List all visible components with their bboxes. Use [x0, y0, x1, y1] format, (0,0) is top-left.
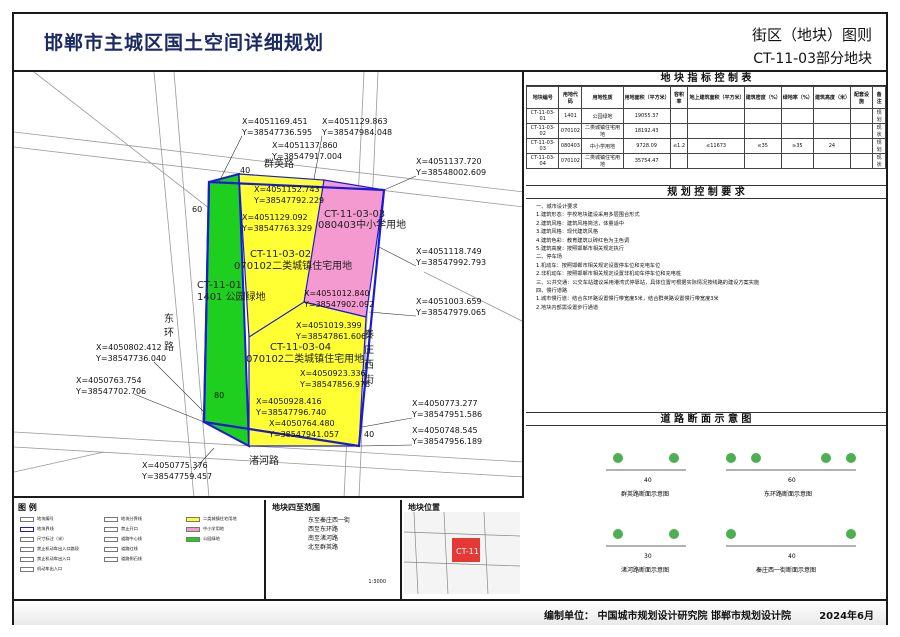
road-st-4: 街 — [364, 373, 374, 386]
extent-panel: 地块四至范围 东至秦庄西一街西至东环路南至渚河路北至群英路 1:3000 — [268, 500, 402, 599]
svg-text:Y=38547861.606: Y=38547861.606 — [295, 332, 366, 341]
svg-text:X=4051129.092: X=4051129.092 — [242, 213, 308, 222]
index-header-row: 地块编号用地代码用地性质用地面积（平方米）容积率地上建筑面积（平方米）建筑密度（… — [525, 86, 886, 109]
control-title: 规 划 控 制 要 求 — [526, 185, 886, 199]
road-north: 群英路 — [264, 157, 294, 170]
block-outline — [202, 180, 386, 448]
parcel-use-1: 1401 公园绿地 — [197, 290, 266, 303]
width-north: 40 — [240, 166, 250, 175]
svg-text:X=4051137.860: X=4051137.860 — [272, 141, 338, 150]
road-east-b: 环 — [164, 328, 174, 339]
svg-text:X=4050923.336: X=4050923.336 — [300, 369, 366, 378]
block-code-label: CT-11-03部分地块 — [753, 51, 872, 67]
road-st-2: 庄 — [364, 343, 374, 356]
index-table: 地块编号用地代码用地性质用地面积（平方米）容积率地上建筑面积（平方米）建筑密度（… — [525, 86, 886, 169]
svg-text:X=4050748.545: X=4050748.545 — [412, 426, 478, 435]
plan-sheet: 邯郸市主城区国土空间详细规划 街区（地块）图则 CT-11-03部分地块 群英路 — [12, 12, 888, 625]
svg-text:Y=38547984.048: Y=38547984.048 — [321, 128, 392, 137]
parcel-use-4: 070102二类城镇住宅用地 — [246, 352, 364, 365]
svg-text:X=4050764.480: X=4050764.480 — [269, 419, 335, 428]
road-section-svg: 40 60 30 40 群英路断面示意图 东环路断面示意图 渚河路断面示意图 秦… — [606, 453, 856, 574]
parcel-yellow-south — [248, 301, 367, 447]
road-section-title: 道 路 断 面 示 意 图 — [526, 412, 886, 426]
header: 邯郸市主城区国土空间详细规划 街区（地块）图则 CT-11-03部分地块 — [14, 14, 886, 72]
road-st-1: 秦 — [364, 328, 374, 341]
parcel-use-3: 080403中小学用地 — [318, 218, 406, 231]
svg-text:X=4050773.277: X=4050773.277 — [412, 399, 478, 408]
svg-text:Y=38547902.092: Y=38547902.092 — [303, 300, 374, 309]
caption-qinzhuang: 秦庄西一街断面示意图 — [756, 566, 816, 574]
road-east-c: 路 — [164, 340, 174, 353]
map-svg: 群英路 东 环 路 秦 庄 西 街 渚河路 40 60 80 40 CT-11-… — [14, 72, 522, 496]
svg-text:X=4050775.376: X=4050775.376 — [142, 461, 208, 470]
parcel-code-2: CT-11-03-02 — [250, 249, 311, 260]
svg-text:X=4051129.863: X=4051129.863 — [322, 117, 388, 126]
svg-text:40: 40 — [644, 477, 652, 484]
svg-text:Y=38547796.740: Y=38547796.740 — [255, 408, 326, 417]
svg-text:Y=38547992.793: Y=38547992.793 — [415, 258, 486, 267]
legend: 图 例 地块编号 地块分界线 二类城镇住宅用地 地块界线 禁止开口 中小学用地 … — [14, 500, 266, 599]
svg-text:X=4051169.451: X=4051169.451 — [242, 117, 308, 126]
svg-text:X=4051118.749: X=4051118.749 — [416, 247, 482, 256]
svg-text:Y=38547759.457: Y=38547759.457 — [141, 472, 212, 481]
svg-text:X=4051012.840: X=4051012.840 — [304, 289, 370, 298]
svg-text:CT-11: CT-11 — [456, 547, 479, 556]
svg-text:Y=38547763.329: Y=38547763.329 — [241, 224, 312, 233]
svg-text:60: 60 — [788, 477, 796, 484]
svg-text:Y=38547702.706: Y=38547702.706 — [75, 387, 146, 396]
svg-text:X=4051003.659: X=4051003.659 — [416, 297, 482, 306]
svg-text:X=4050763.754: X=4050763.754 — [76, 376, 142, 385]
svg-text:X=4051019.399: X=4051019.399 — [296, 321, 362, 330]
map-type-label: 街区（地块）图则 — [751, 26, 872, 44]
svg-text:Y=38547856.978: Y=38547856.978 — [299, 380, 370, 389]
svg-text:40: 40 — [788, 553, 796, 560]
scale-label: 1:3000 — [368, 579, 386, 585]
caption-donghuan: 东环路断面示意图 — [764, 490, 812, 498]
right-panel: 地 块 指 标 控 制 表 地块编号用地代码用地性质用地面积（平方米）容积率地上… — [525, 72, 886, 599]
svg-text:X=4050802.412: X=4050802.412 — [96, 343, 162, 352]
svg-text:Y=38547941.057: Y=38547941.057 — [268, 430, 339, 439]
svg-text:30: 30 — [644, 553, 652, 560]
parcel-code-4: CT-11-03-04 — [270, 342, 331, 353]
bottom-panel: 图 例 地块编号 地块分界线 二类城镇住宅用地 地块界线 禁止开口 中小学用地 … — [14, 500, 524, 599]
svg-text:Y=38547792.229: Y=38547792.229 — [253, 196, 324, 205]
svg-text:X=4050928.416: X=4050928.416 — [256, 397, 322, 406]
road-east-a: 东 — [164, 312, 174, 325]
road-st-3: 西 — [364, 360, 374, 371]
plan-map: 群英路 东 环 路 秦 庄 西 街 渚河路 40 60 80 40 CT-11-… — [14, 72, 524, 498]
width-inner: 80 — [214, 391, 224, 400]
svg-text:X=4051152.743: X=4051152.743 — [254, 185, 320, 194]
svg-text:Y=38547979.065: Y=38547979.065 — [415, 308, 486, 317]
footer: 编制单位： 中国城市规划设计研究院 邯郸市规划设计院 2024年6月 — [14, 599, 886, 625]
caption-qunying: 群英路断面示意图 — [621, 490, 669, 498]
svg-text:Y=38547917.004: Y=38547917.004 — [271, 152, 342, 161]
index-title: 地 块 指 标 控 制 表 — [526, 72, 886, 86]
road-section-panel: 道 路 断 面 示 意 图 40 60 30 40 群英路断面示意图 东环路断面… — [526, 412, 886, 599]
caption-zhuhe: 渚河路断面示意图 — [621, 566, 669, 574]
svg-text:Y=38547736.595: Y=38547736.595 — [241, 128, 312, 137]
parcel-code-3: CT-11-03-03 — [324, 209, 385, 220]
compiler-label: 编制单位： 中国城市规划设计研究院 邯郸市规划设计院 — [544, 611, 791, 622]
svg-text:Y=38547956.189: Y=38547956.189 — [411, 437, 482, 446]
svg-text:X=4051137.720: X=4051137.720 — [416, 157, 482, 166]
width-east: 60 — [192, 205, 202, 214]
location-panel: 地块位置 CT-11 — [403, 500, 524, 599]
road-south: 渚河路 — [249, 454, 279, 467]
svg-text:Y=38548002.609: Y=38548002.609 — [415, 168, 486, 177]
page-title: 邯郸市主城区国土空间详细规划 — [44, 32, 325, 54]
date-label: 2024年6月 — [819, 611, 874, 622]
svg-text:Y=38547736.040: Y=38547736.040 — [95, 354, 166, 363]
svg-text:Y=38547951.586: Y=38547951.586 — [411, 410, 482, 419]
location-map: CT-11 — [403, 511, 521, 595]
parcel-use-2: 070102二类城镇住宅用地 — [234, 259, 352, 272]
parcel-code-1: CT-11-01 — [197, 280, 242, 291]
width-street: 40 — [364, 430, 374, 439]
